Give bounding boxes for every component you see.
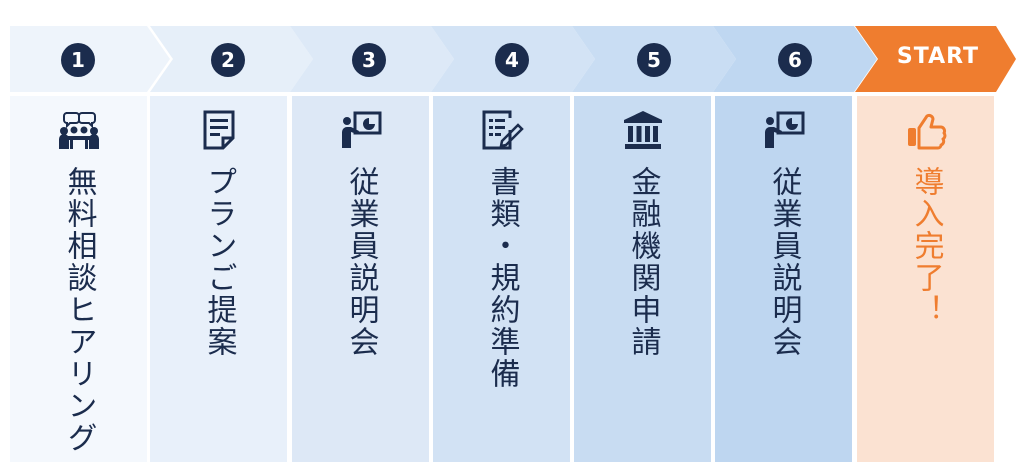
step-2-number: 2 [211, 43, 245, 77]
step-1-label: 無料相談ヒアリング [61, 166, 97, 454]
form-edit-icon [480, 108, 524, 152]
step-2-body: プランご提案 [150, 96, 287, 462]
document-icon [197, 108, 241, 152]
presentation-icon [762, 108, 806, 152]
step-3-body: 従業員説明会 [292, 96, 429, 462]
step-5-number: 5 [637, 43, 671, 77]
step-5-label: 金融機関申請 [625, 166, 661, 358]
step-4-body: 書類・規約準備 [433, 96, 570, 462]
start-chevron-shape [855, 26, 1016, 92]
step-3-number: 3 [352, 43, 386, 77]
step-6-label: 従業員説明会 [766, 166, 802, 358]
step-1-body: 無料相談ヒアリング [10, 96, 147, 462]
step-1-number: 1 [61, 43, 95, 77]
start-header [855, 26, 1016, 92]
start-body: 導入完了！ [857, 96, 994, 462]
meeting-icon [57, 108, 101, 152]
step-4-label: 書類・規約準備 [484, 166, 520, 390]
step-5-body: 金融機関申請 [574, 96, 711, 462]
bank-icon [621, 108, 665, 152]
start-text: 導入完了！ [908, 166, 944, 326]
step-4-number: 4 [495, 43, 529, 77]
step-6-number: 6 [778, 43, 812, 77]
start-label: START [896, 44, 980, 69]
presentation-icon [339, 108, 383, 152]
thumbs-up-icon [904, 108, 948, 152]
step-2-label: プランご提案 [201, 166, 237, 358]
step-3-label: 従業員説明会 [343, 166, 379, 358]
step-6-body: 従業員説明会 [715, 96, 852, 462]
